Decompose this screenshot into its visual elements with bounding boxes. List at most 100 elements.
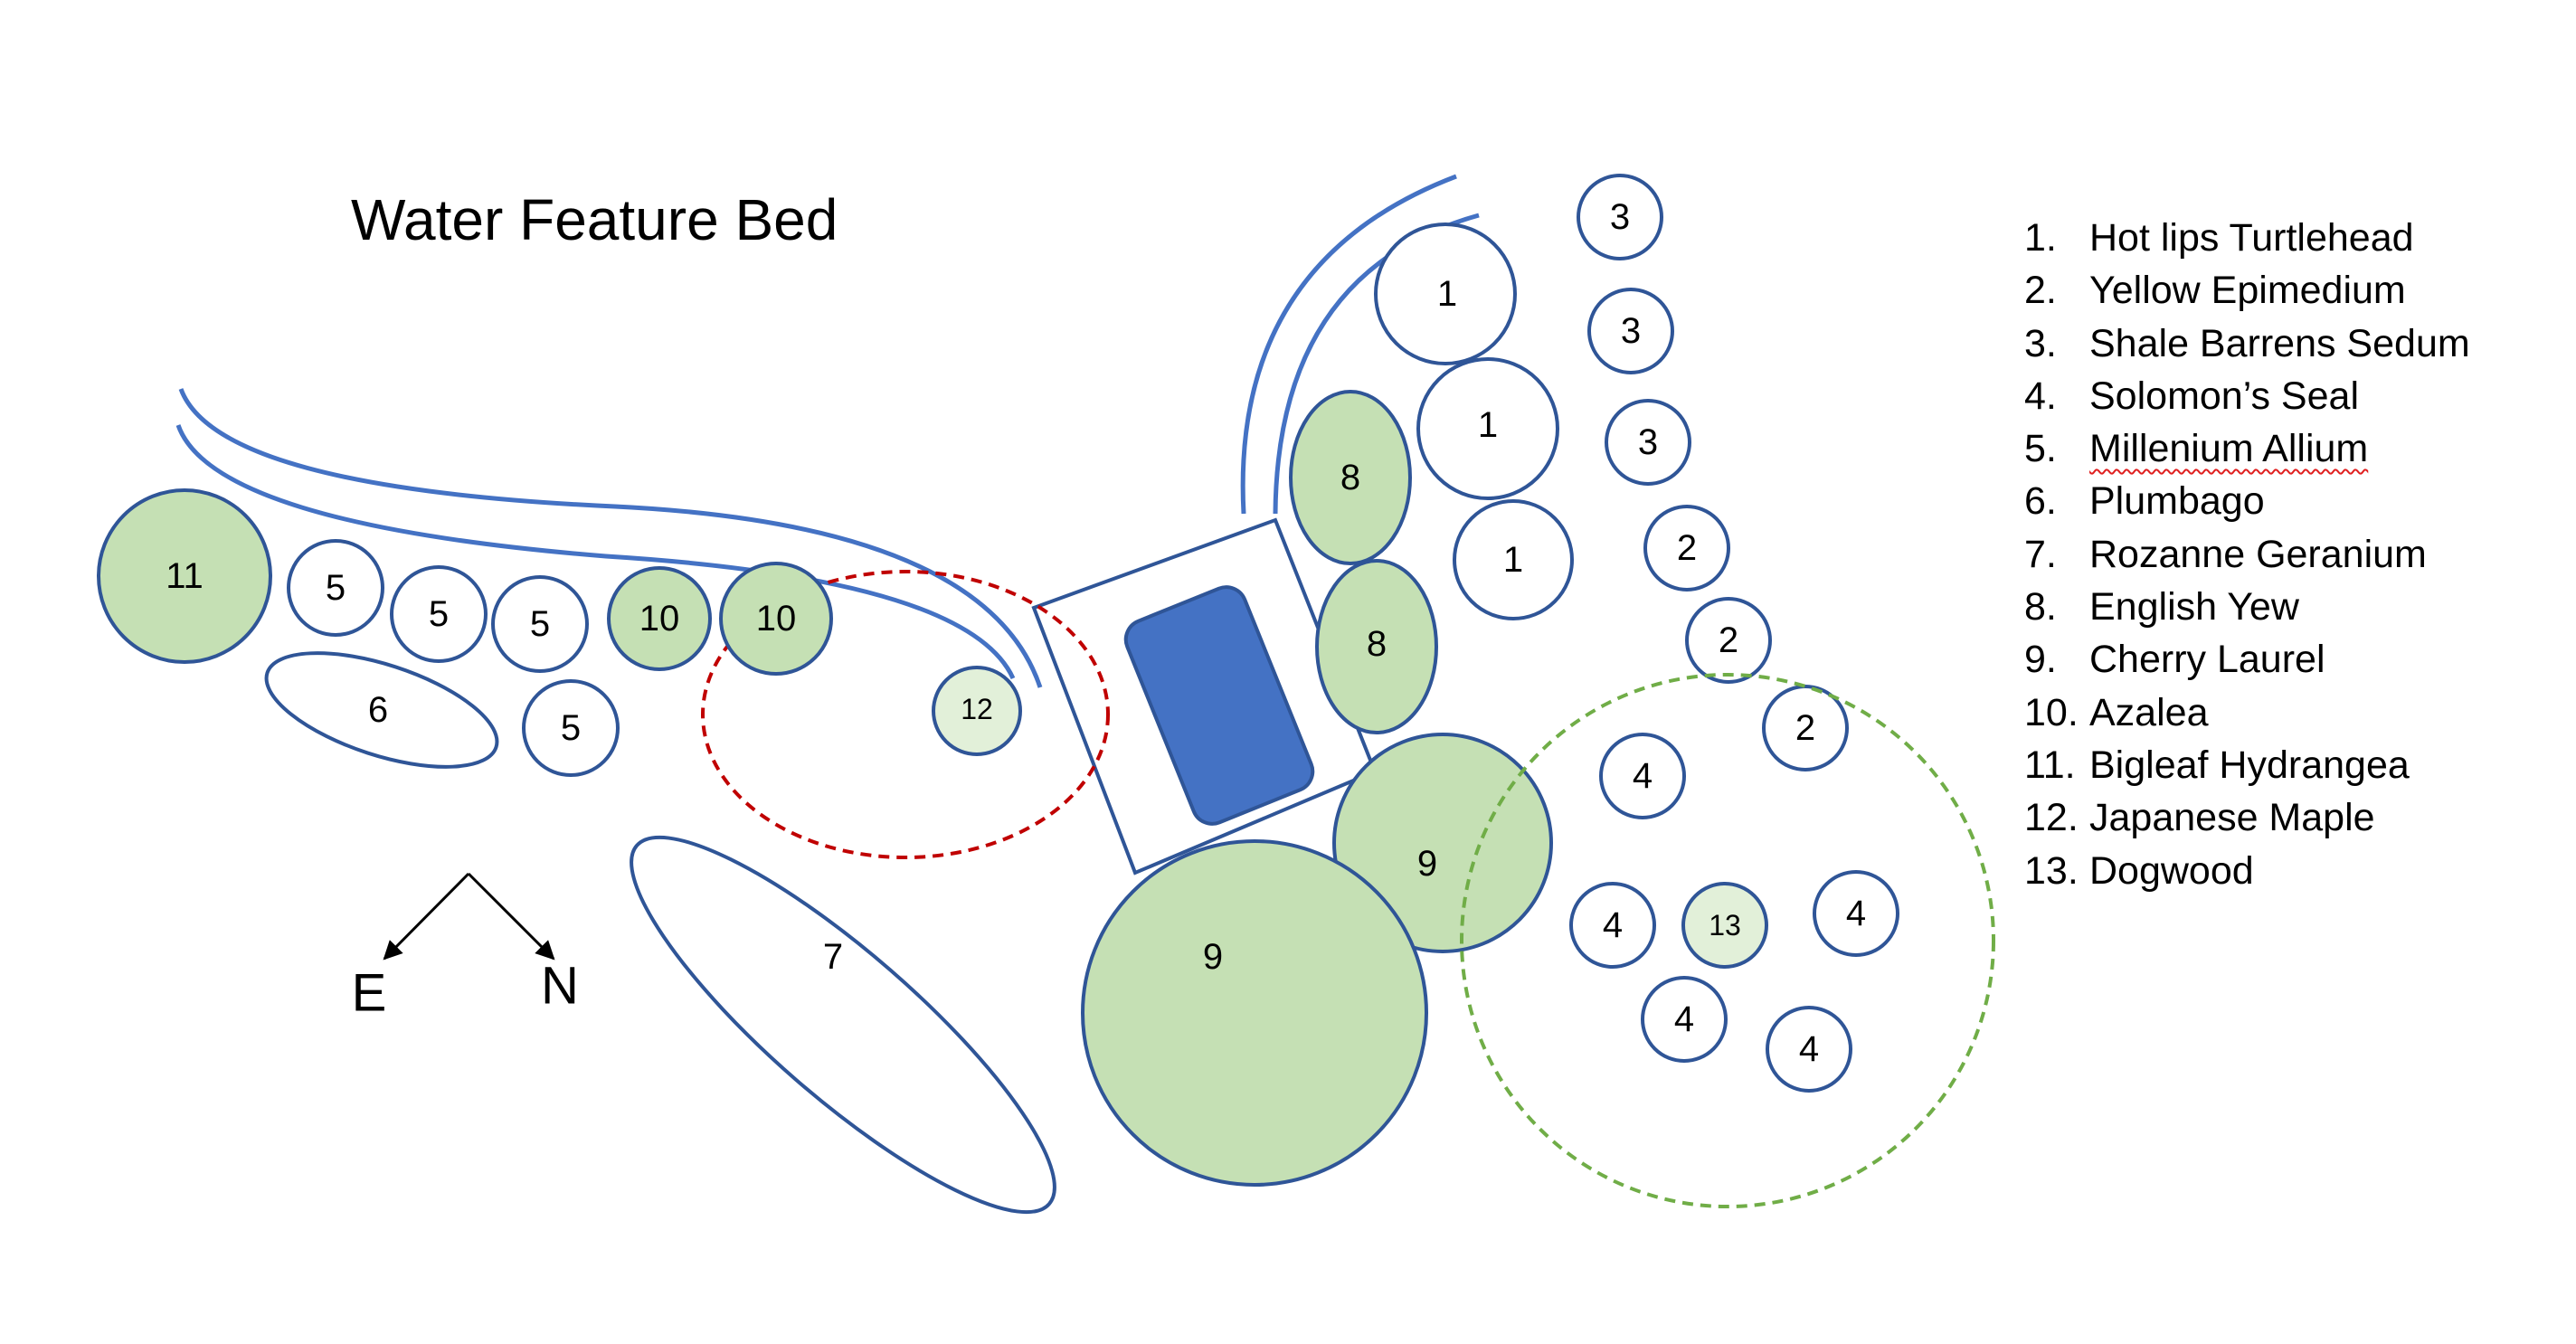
plant-3 xyxy=(1587,288,1674,374)
legend-item-name: Yellow Epimedium xyxy=(2089,269,2406,313)
legend-item-name: Solomon’s Seal xyxy=(2089,374,2359,418)
legend-item: 2. Yellow Epimedium xyxy=(2024,264,2470,317)
plant-label: 7 xyxy=(823,937,843,977)
legend-item-number: 12. xyxy=(2024,796,2079,840)
japanese-maple-canopy-zone xyxy=(701,570,1110,859)
plant-label: 9 xyxy=(1203,937,1223,977)
plant-label: 4 xyxy=(1799,1029,1819,1069)
legend-item: 6. Plumbago xyxy=(2024,475,2470,527)
legend-item-name: Cherry Laurel xyxy=(2089,638,2325,682)
legend-item-name: Dogwood xyxy=(2089,848,2254,893)
plant-4 xyxy=(1766,1006,1852,1093)
plant-12 xyxy=(932,666,1022,756)
plant-label: 1 xyxy=(1503,540,1523,580)
legend-item-name: Japanese Maple xyxy=(2089,796,2375,840)
plant-label: 4 xyxy=(1633,756,1653,796)
legend-item-name: Plumbago xyxy=(2089,479,2265,524)
legend-item: 11. Bigleaf Hydrangea xyxy=(2024,739,2470,791)
legend-item-name: Millenium Allium xyxy=(2089,427,2369,471)
plant-label: 2 xyxy=(1677,528,1697,568)
legend-item-name: Azalea xyxy=(2089,690,2209,734)
legend-item-name: Shale Barrens Sedum xyxy=(2089,321,2470,365)
plant-3 xyxy=(1605,399,1691,486)
plant-2 xyxy=(1762,685,1849,771)
legend-item-number: 3. xyxy=(2024,321,2057,365)
legend-item: 3. Shale Barrens Sedum xyxy=(2024,317,2470,370)
plant-label: 9 xyxy=(1417,844,1437,884)
dogwood-canopy-zone xyxy=(1460,673,1995,1208)
plant-label: 5 xyxy=(326,568,346,608)
plant-label: 10 xyxy=(756,599,797,639)
plant-label: 1 xyxy=(1437,274,1457,314)
legend-item: 12.Japanese Maple xyxy=(2024,791,2470,844)
plant-5 xyxy=(390,565,488,663)
legend-item-number: 8. xyxy=(2024,585,2057,629)
legend-item-name: Hot lips Turtlehead xyxy=(2089,216,2414,260)
plant-1 xyxy=(1416,357,1559,500)
plant-label: 8 xyxy=(1340,458,1360,497)
plant-10 xyxy=(607,566,712,671)
compass-label-north: N xyxy=(541,957,579,1016)
compass: E N xyxy=(352,872,579,1023)
plant-label: 3 xyxy=(1638,422,1658,462)
plant-4 xyxy=(1813,870,1899,957)
plant-label: 5 xyxy=(561,708,581,748)
plant-8 xyxy=(1289,390,1412,565)
legend-item-number: 1. xyxy=(2024,216,2057,260)
plant-label: 3 xyxy=(1621,311,1641,351)
plant-4 xyxy=(1641,976,1728,1063)
plant-5 xyxy=(287,539,384,637)
pond xyxy=(1123,585,1315,826)
plant-2 xyxy=(1685,597,1772,684)
plant-2 xyxy=(1643,505,1730,592)
plant-13 xyxy=(1681,882,1768,969)
legend-item-number: 5. xyxy=(2024,427,2057,471)
legend-item: 4. Solomon’s Seal xyxy=(2024,370,2470,422)
plant-1 xyxy=(1374,222,1517,365)
plant-label: 5 xyxy=(429,594,449,634)
legend-item-number: 13. xyxy=(2024,848,2079,893)
legend-item: 8.English Yew xyxy=(2024,581,2470,633)
diagram-title: Water Feature Bed xyxy=(351,187,838,252)
plant-label: 8 xyxy=(1367,624,1387,664)
plant-10 xyxy=(719,562,833,676)
legend-item: 1. Hot lips Turtlehead xyxy=(2024,212,2470,264)
plant-3 xyxy=(1577,174,1663,260)
plant-label: 2 xyxy=(1719,620,1738,660)
plant-label: 3 xyxy=(1610,197,1630,237)
border-curve xyxy=(175,424,1016,680)
plant-label: 2 xyxy=(1795,708,1815,748)
plant-label: 4 xyxy=(1603,905,1623,945)
plant-9 xyxy=(1081,839,1428,1187)
plant-label: 6 xyxy=(368,690,388,730)
compass-arrow-east xyxy=(383,872,470,961)
legend-item-number: 10. xyxy=(2024,690,2079,734)
plant-4 xyxy=(1569,882,1656,969)
legend-item: 10.Azalea xyxy=(2024,686,2470,739)
plant-5 xyxy=(491,575,589,673)
legend-item-number: 7. xyxy=(2024,532,2057,576)
legend-item-number: 11. xyxy=(2024,743,2076,787)
plant-4 xyxy=(1599,733,1686,819)
compass-label-east: E xyxy=(352,964,387,1023)
legend-item-number: 6. xyxy=(2024,479,2057,524)
legend-item: 9.Cherry Laurel xyxy=(2024,633,2470,686)
plant-label: 5 xyxy=(530,604,550,644)
legend-item-number: 4. xyxy=(2024,374,2057,418)
plant-11 xyxy=(97,488,272,664)
border-curve xyxy=(178,388,1043,688)
plant-6 xyxy=(264,651,499,769)
legend-item-number: 2. xyxy=(2024,269,2057,313)
plant-label: 10 xyxy=(639,599,680,639)
plant-5 xyxy=(522,679,620,777)
plant-label: 13 xyxy=(1709,909,1741,942)
compass-arrow-north xyxy=(467,872,555,961)
plant-1 xyxy=(1453,499,1574,620)
border-curve xyxy=(1240,174,1457,515)
plant-label: 11 xyxy=(166,556,204,596)
plant-label: 4 xyxy=(1846,894,1866,933)
legend-item-name: Bigleaf Hydrangea xyxy=(2089,743,2410,787)
